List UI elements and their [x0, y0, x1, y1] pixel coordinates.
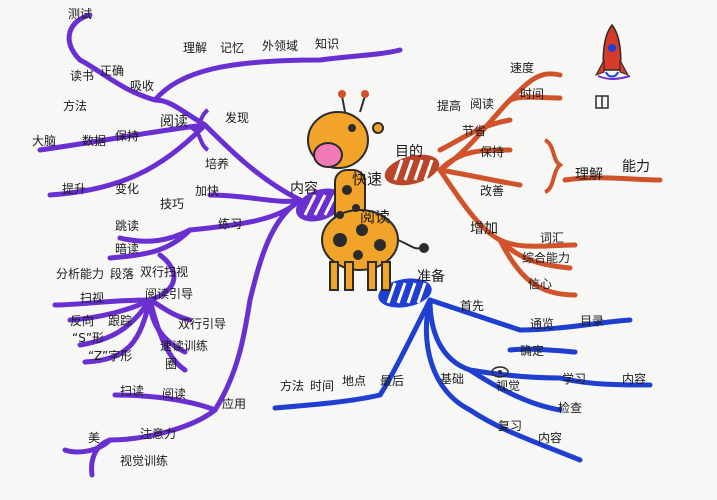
label-red-ability: 能力: [622, 159, 650, 175]
label-skill: 技巧: [160, 197, 185, 211]
purple-main-label: 内容: [290, 181, 318, 197]
eye-icon: [491, 366, 509, 378]
blue-main-label: 准备: [417, 269, 445, 285]
label-confidence: 信心: [528, 277, 553, 291]
label-double: 双行引导: [178, 317, 227, 331]
label-vocab: 词汇: [540, 231, 565, 245]
giraffe-icon: [307, 90, 429, 291]
label-save: 节省: [462, 124, 487, 138]
label-check: 检查: [558, 401, 583, 415]
label-notice: 注意力: [140, 427, 177, 441]
label-correct: 正确: [100, 64, 125, 78]
label-speed: 速度: [510, 61, 535, 75]
label-trace: 跟踪: [108, 314, 133, 328]
label-add: 增加: [470, 221, 498, 237]
label-blue-time: 时间: [310, 379, 335, 393]
label-understand: 理解: [183, 41, 208, 55]
label-dark-read: 暗读: [115, 242, 140, 256]
label-increase: 加快: [195, 184, 220, 198]
label-keep: 保持: [115, 129, 140, 143]
label-blue-scan: 通览: [530, 317, 555, 331]
center-title-line1: 快速: [352, 170, 383, 188]
book-icon: [595, 95, 609, 109]
label-scan: 扫视: [80, 291, 105, 305]
label-method: 方法: [63, 99, 88, 113]
label-jump-read: 跳读: [115, 219, 140, 233]
label-raise: 提高: [437, 99, 462, 113]
label-train: 培养: [205, 157, 230, 171]
purple-bracket: [190, 108, 210, 152]
label-improve: 提升: [62, 182, 87, 196]
label-data: 数据: [82, 134, 107, 148]
label-learn: 学习: [562, 372, 587, 386]
red-branch-lines: [437, 71, 663, 298]
label-determine: 确定: [520, 344, 545, 358]
label-change: 变化: [115, 182, 140, 196]
label-absorb: 吸收: [130, 79, 155, 93]
label-time: 时间: [520, 87, 545, 101]
label-read-aloud: 读书: [70, 69, 95, 83]
purple-connector: [295, 188, 345, 222]
label-place: 地点: [342, 374, 367, 388]
label-discover: 发现: [225, 111, 250, 125]
red-bracket: [543, 138, 564, 194]
label-focus: 视觉训练: [120, 454, 169, 468]
label-outside: 外领域: [262, 39, 299, 53]
label-test: 测试: [68, 7, 93, 21]
label-blue-method: 方法: [280, 379, 305, 393]
label-content: 内容: [622, 372, 647, 386]
purple-branch-lines: [37, 12, 403, 478]
label-ability: 分析能力: [56, 267, 105, 281]
label-red-improve: 改善: [480, 184, 505, 198]
center-title-line2: 阅读: [360, 208, 391, 226]
label-read-target: 阅读引导: [145, 287, 194, 301]
label-reverse: 反向: [70, 314, 95, 328]
label-catalog: 目录: [580, 314, 605, 328]
label-red-keep: 保持: [480, 145, 505, 159]
rocket-icon: [594, 23, 631, 80]
label-s-shape: “S”形: [72, 331, 105, 345]
label-red-understand: 理解: [575, 167, 603, 183]
label-red-read: 阅读: [470, 97, 495, 111]
label-z-shape: “Z”字形: [88, 349, 133, 363]
label-sweep: 扫读: [120, 384, 145, 398]
label-reading: 阅读: [160, 114, 188, 130]
label-read2: 阅读: [162, 387, 187, 401]
red-connector: [384, 154, 440, 186]
label-basic: 基础: [440, 372, 465, 386]
label-final: 最后: [380, 374, 405, 388]
label-beauty: 美: [88, 431, 101, 445]
label-mark: 圈: [165, 357, 178, 371]
label-brain: 大脑: [32, 134, 57, 148]
label-practice: 练习: [218, 217, 243, 231]
label-inner: 内容: [538, 431, 563, 445]
label-sentence: 双行扫视: [140, 265, 189, 279]
red-main-label: 目的: [395, 144, 423, 160]
label-review: 复习: [498, 419, 523, 433]
blue-connector: [378, 278, 432, 308]
label-comprehension: 综合能力: [522, 251, 571, 265]
label-memory: 记忆: [220, 41, 245, 55]
label-eye: 视觉: [496, 379, 521, 393]
label-knowledge: 知识: [315, 37, 340, 51]
label-speed-read: 速读训练: [160, 339, 209, 353]
label-paragraph: 段落: [110, 267, 135, 281]
label-apply: 应用: [222, 397, 247, 411]
blue-branch-lines: [272, 297, 653, 463]
label-first: 首先: [460, 299, 485, 313]
